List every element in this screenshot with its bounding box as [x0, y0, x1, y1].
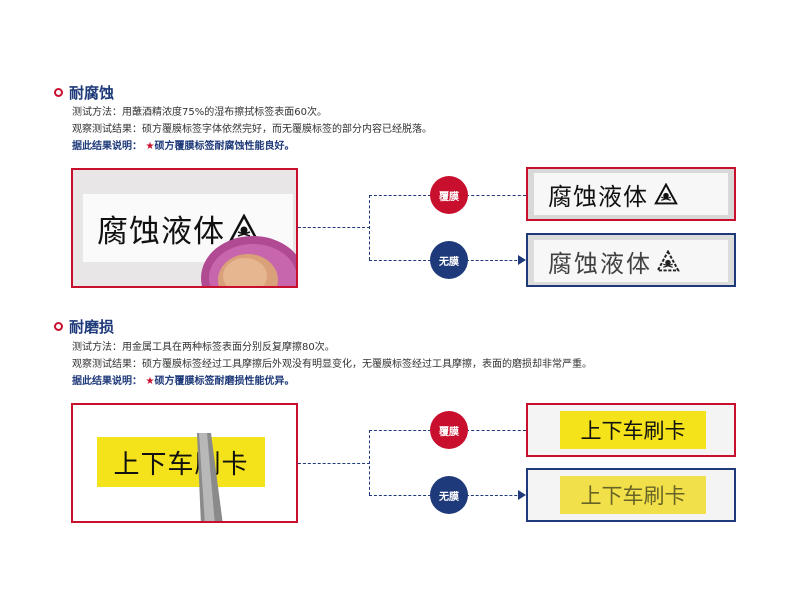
abrasion-description: 测试方法：用金属工具在两种标签表面分别反复摩擦80次。 观察测试结果：硕方覆膜标… [72, 339, 592, 390]
connector-line [466, 430, 526, 431]
abrasion-method: 测试方法：用金属工具在两种标签表面分别反复摩擦80次。 [72, 342, 335, 353]
abrasion-test-label: 上下车刷卡 [97, 437, 265, 487]
ring-bullet-icon [54, 88, 63, 97]
ring-bullet-icon [54, 322, 63, 331]
connector-line [466, 260, 522, 261]
connector-line [369, 430, 431, 431]
connector-line [466, 495, 522, 496]
uncoated-label: 腐蚀液体 [534, 240, 728, 282]
corrosion-observation: 观察测试结果：硕方覆膜标签字体依然完好，而无覆膜标签的部分内容已经脱落。 [72, 124, 432, 135]
corrosion-coated-result: 腐蚀液体 [526, 167, 736, 221]
connector-line [298, 463, 370, 464]
section-title-text: 耐腐蚀 [69, 84, 115, 102]
hazard-skull-icon [656, 250, 680, 272]
corrosion-description: 测试方法：用蘸酒精浓度75%的湿布擦拭标签表面60次。 观察测试结果：硕方覆膜标… [72, 104, 432, 155]
cloth-and-finger-illustration [201, 236, 296, 286]
abrasion-uncoated-result: 上下车刷卡 [526, 468, 736, 522]
star-icon: ★ [145, 376, 155, 387]
coated-label: 上下车刷卡 [560, 411, 706, 449]
label-text: 腐蚀液体 [548, 249, 652, 278]
uncoated-label: 上下车刷卡 [560, 476, 706, 514]
label-text: 上下车刷卡 [580, 484, 686, 508]
star-icon: ★ [145, 141, 155, 152]
coated-badge: 覆膜 [430, 176, 468, 214]
corrosion-conclusion: 据此结果说明： ★硕方覆膜标签耐腐蚀性能良好。 [72, 138, 432, 155]
label-text: 腐蚀液体 [548, 182, 648, 211]
abrasion-conclusion: 据此结果说明： ★硕方覆膜标签耐磨损性能优异。 [72, 373, 592, 390]
abrasion-test-photo: 上下车刷卡 [71, 403, 298, 523]
corrosion-method: 测试方法：用蘸酒精浓度75%的湿布擦拭标签表面60次。 [72, 107, 327, 118]
section-title-abrasion: 耐磨损 [54, 316, 114, 337]
label-text: 腐蚀液体 [97, 213, 225, 250]
conclusion-text: 硕方覆膜标签耐磨损性能优异。 [154, 376, 295, 387]
corrosion-test-photo: 腐蚀液体 [71, 168, 298, 288]
conclusion-prefix: 据此结果说明： [72, 141, 142, 152]
connector-line [369, 195, 370, 260]
abrasion-coated-result: 上下车刷卡 [526, 403, 736, 457]
arrow-icon [518, 255, 526, 265]
corrosion-uncoated-result: 腐蚀液体 [526, 233, 736, 287]
coated-label: 腐蚀液体 [534, 173, 728, 215]
connector-line [369, 495, 431, 496]
connector-line [466, 195, 526, 196]
label-text: 上下车刷卡 [580, 419, 686, 443]
uncoated-badge: 无膜 [430, 476, 468, 514]
connector-line [369, 430, 370, 495]
metal-tool-illustration [197, 433, 223, 521]
arrow-icon [518, 490, 526, 500]
label-text: 上下车刷卡 [113, 449, 249, 480]
connector-line [369, 195, 431, 196]
connector-line [298, 227, 370, 228]
abrasion-observation: 观察测试结果：硕方覆膜标签经过工具摩擦后外观没有明显变化，无覆膜标签经过工具摩擦… [72, 359, 592, 370]
conclusion-text: 硕方覆膜标签耐腐蚀性能良好。 [154, 141, 295, 152]
conclusion-prefix: 据此结果说明： [72, 376, 142, 387]
connector-line [369, 260, 431, 261]
hazard-skull-icon [654, 183, 678, 205]
coated-badge: 覆膜 [430, 411, 468, 449]
uncoated-badge: 无膜 [430, 241, 468, 279]
section-title-text: 耐磨损 [69, 318, 115, 336]
section-title-corrosion: 耐腐蚀 [54, 82, 114, 103]
